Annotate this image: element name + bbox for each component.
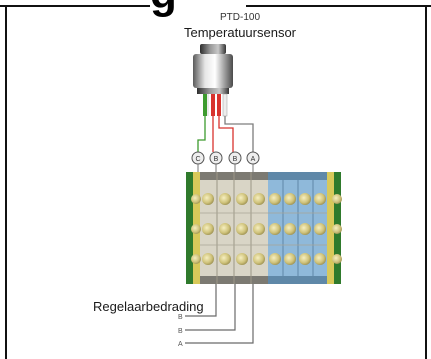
frame-top-border-right <box>246 5 431 7</box>
wire-gray <box>224 116 254 152</box>
temperature-sensor <box>193 44 233 117</box>
sensor-housing <box>193 54 233 88</box>
terminal-screws <box>191 193 342 265</box>
cable-stub-green <box>203 94 207 116</box>
terminal-marker-b2-text: B <box>233 156 238 163</box>
controller-wiring-label: Regelaarbedrading <box>93 299 204 314</box>
cable-stub-white <box>222 93 228 117</box>
wire-red-2 <box>218 116 234 152</box>
sensor-model-label: PTD-100 <box>219 12 260 23</box>
cable-stub-red-1 <box>211 94 215 116</box>
terminal-marker-b1-text: B <box>214 156 219 163</box>
frame-right-border <box>425 5 427 359</box>
marker-connectors <box>197 164 254 172</box>
sensor-collar <box>197 88 229 94</box>
terminal-marker-a-text: A <box>251 156 256 163</box>
controller-wire-b2 <box>185 284 236 331</box>
controller-wire-letter-b1: B <box>178 314 183 321</box>
sensor-wires <box>197 116 254 152</box>
controller-wire-letters: B B A <box>178 314 183 348</box>
cable-stub-green-white <box>207 94 209 116</box>
cable-stub-red-2 <box>217 94 221 116</box>
terminal-markers: C B B A <box>191 151 260 165</box>
controller-wire-a <box>185 284 254 344</box>
terminal-dividers-blue <box>282 172 314 284</box>
controller-wire-b1 <box>185 284 217 317</box>
terminal-dividers <box>216 172 252 284</box>
frame-left-border <box>5 5 7 359</box>
cropped-heading-fragment: g <box>150 0 177 16</box>
controller-wire-letter-a: A <box>178 341 183 348</box>
sensor-connector-top <box>200 44 226 54</box>
terminal-block <box>186 172 342 284</box>
frame-top-border <box>0 5 150 7</box>
controller-wires <box>185 284 254 344</box>
terminal-row-dividers <box>200 212 327 246</box>
terminal-marker-c-text: C <box>195 156 200 163</box>
sensor-name-label: Temperatuursensor <box>184 25 296 40</box>
wire-green <box>197 116 206 152</box>
end-plate-left-green <box>186 172 193 284</box>
end-plate-right-yellow <box>327 172 334 284</box>
controller-wire-letter-b2: B <box>178 328 183 335</box>
